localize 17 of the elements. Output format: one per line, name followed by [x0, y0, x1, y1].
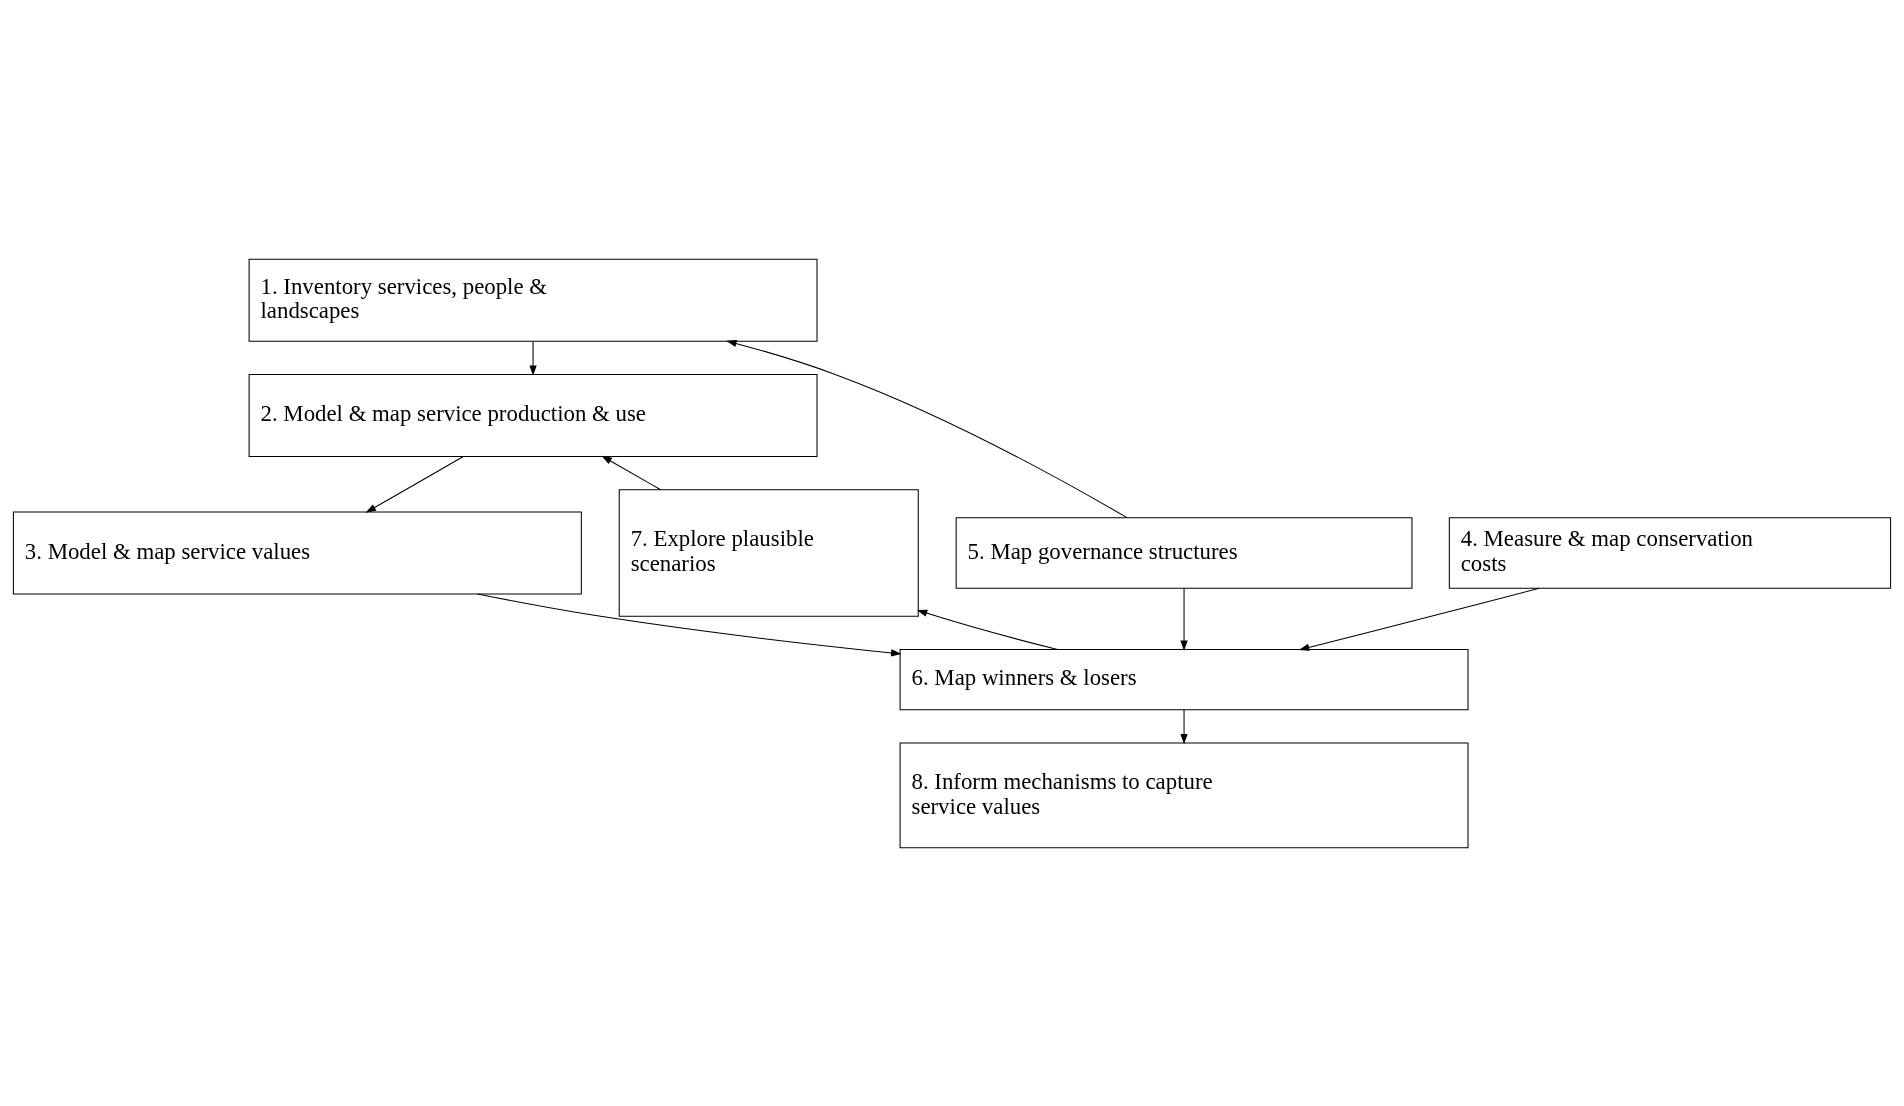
arrow [529, 340, 537, 376]
arrow [916, 609, 1059, 650]
node-box: 3. Model & map service values [12, 510, 582, 594]
arrow [1180, 587, 1188, 651]
node-box: 4. Measure & map conservation costs [1448, 516, 1892, 589]
arrow [1180, 708, 1188, 744]
arrow [365, 455, 464, 513]
arrow [601, 455, 661, 490]
node-box: 5. Map governance structures [955, 516, 1413, 589]
arrow [726, 339, 1128, 518]
arrow [477, 593, 902, 657]
node-box: 8. Inform mechanisms to capture service values [899, 741, 1469, 848]
arrow [1298, 587, 1540, 651]
node-box: 7. Explore plausible scenarios [618, 488, 919, 617]
node-box: 1. Inventory services, people & landscapes [248, 258, 818, 342]
node-box: 6. Map winners & losers [899, 648, 1469, 710]
node-box: 2. Model & map service production & use [248, 373, 818, 457]
